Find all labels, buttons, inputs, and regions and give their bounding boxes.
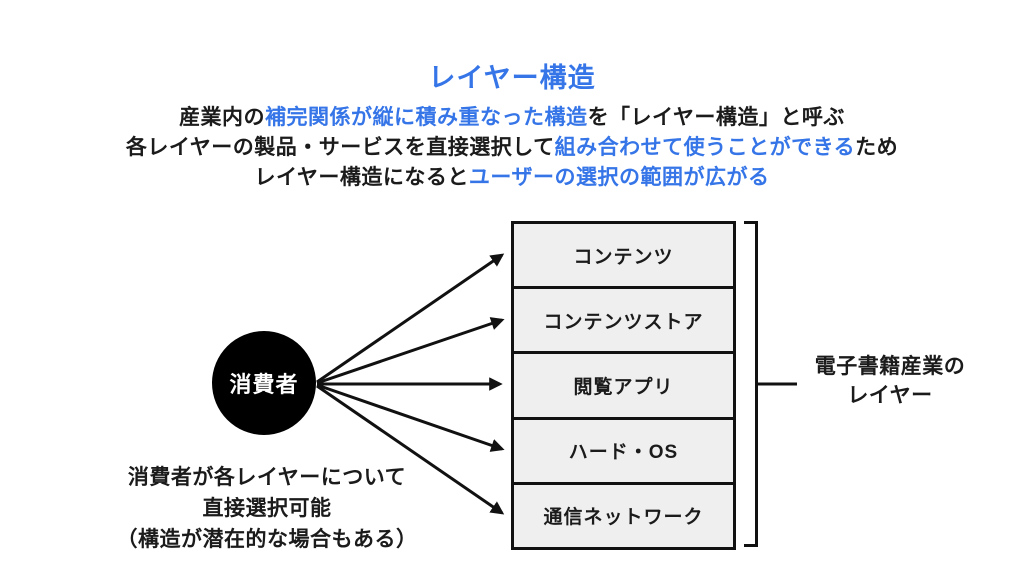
layer-box-contents: コンテンツ bbox=[514, 224, 733, 287]
description-text: 各レイヤーの製品・サービスを直接選択して bbox=[125, 136, 555, 159]
description-text: 産業内の bbox=[179, 106, 266, 129]
note-line-2: 直接選択可能 bbox=[202, 497, 332, 520]
layer-box-viewer-app: 閲覧アプリ bbox=[514, 351, 733, 417]
bracket bbox=[744, 221, 758, 547]
layer-label: ハード・OS bbox=[568, 442, 679, 464]
consumer-label: 消費者 bbox=[229, 372, 299, 397]
note-line-3: （構造が潜在的な場合もある） bbox=[116, 528, 418, 551]
arrow-consumer-to-layer-2 bbox=[316, 317, 505, 385]
description-block: 産業内の補完関係が縦に積み重なった構造を「レイヤー構造」と呼ぶ 各レイヤーの製品… bbox=[0, 103, 1024, 193]
description-line-1: 産業内の補完関係が縦に積み重なった構造を「レイヤー構造」と呼ぶ bbox=[0, 103, 1024, 133]
consumer-node: 消費者 bbox=[212, 331, 316, 435]
arrow-consumer-to-layer-4 bbox=[316, 383, 505, 452]
page-title: レイヤー構造 bbox=[428, 63, 596, 93]
layer-label: 閲覧アプリ bbox=[573, 377, 674, 398]
description-highlight: 補完関係が縦に積み重なった構造 bbox=[265, 106, 588, 129]
layer-box-content-store: コンテンツストア bbox=[514, 286, 733, 352]
description-text: を「レイヤー構造」と呼ぶ bbox=[587, 106, 845, 129]
description-text: レイヤー構造になると bbox=[254, 166, 469, 189]
bracket-label-line-2: レイヤー bbox=[847, 384, 933, 407]
bracket-label: 電子書籍産業の レイヤー bbox=[790, 352, 990, 410]
layer-label: コンテンツ bbox=[573, 246, 674, 268]
description-text: ため bbox=[855, 136, 899, 159]
layer-label: コンテンツストア bbox=[543, 311, 704, 333]
layer-label: 通信ネットワーク bbox=[543, 507, 704, 529]
description-line-3: レイヤー構造になるとユーザーの選択の範囲が広がる bbox=[0, 163, 1024, 193]
layer-stack: コンテンツ コンテンツストア 閲覧アプリ ハード・OS 通信ネットワーク bbox=[511, 221, 736, 550]
arrow-consumer-to-layer-1 bbox=[316, 253, 505, 384]
layer-box-network: 通信ネットワーク bbox=[514, 481, 733, 548]
consumer-note: 消費者が各レイヤーについて 直接選択可能 （構造が潜在的な場合もある） bbox=[97, 462, 437, 555]
layer-box-hardware-os: ハード・OS bbox=[514, 416, 733, 482]
note-line-1: 消費者が各レイヤーについて bbox=[127, 466, 407, 489]
description-highlight: 組み合わせて使うことができる bbox=[554, 136, 856, 159]
bracket-label-line-1: 電子書籍産業の bbox=[814, 355, 966, 378]
description-line-2: 各レイヤーの製品・サービスを直接選択して組み合わせて使うことができるため bbox=[0, 133, 1024, 163]
description-highlight: ユーザーの選択の範囲が広がる bbox=[468, 166, 770, 189]
